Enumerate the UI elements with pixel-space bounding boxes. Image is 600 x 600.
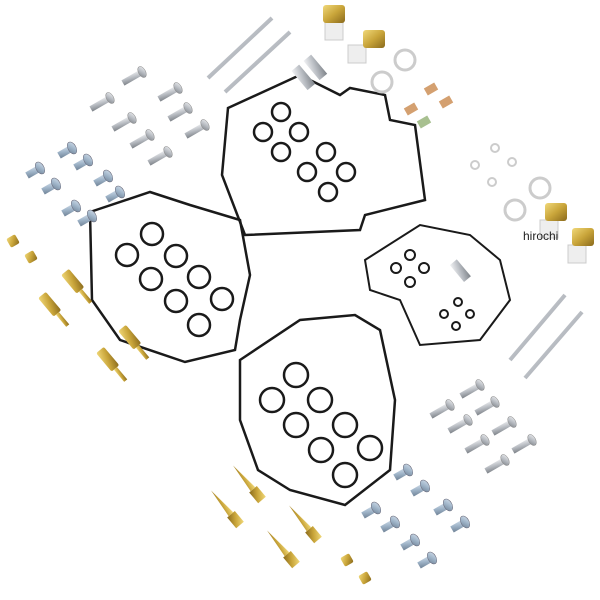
steel-screws-bottomright bbox=[427, 377, 539, 477]
watermark-text: hirochi bbox=[523, 229, 559, 243]
brass-jets-left bbox=[6, 234, 152, 384]
brass-needles-bottom bbox=[207, 462, 372, 585]
gasket-bottom bbox=[238, 313, 397, 507]
gasket-left bbox=[88, 190, 252, 364]
float-needles-top bbox=[206, 5, 454, 129]
blue-screws-bottom bbox=[359, 462, 472, 572]
steel-screws-topleft bbox=[87, 64, 212, 169]
parts-right bbox=[449, 143, 594, 380]
blue-screws-left bbox=[23, 140, 127, 230]
gasket-right bbox=[363, 223, 512, 347]
gasket-top bbox=[220, 73, 427, 237]
